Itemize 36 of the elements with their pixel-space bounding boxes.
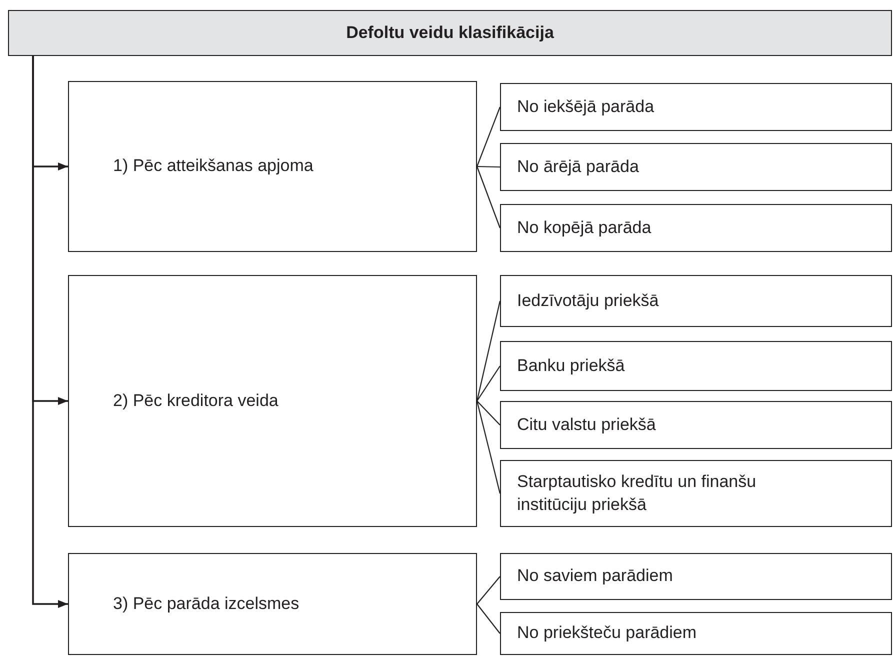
category-label: 2) Pēc kreditora veida <box>113 390 278 412</box>
subcategory-label: No saviem parādiem <box>517 565 673 588</box>
subcategory-box <box>500 143 892 191</box>
header-label: Defoltu veidu klasifikācija <box>346 22 554 44</box>
subcategory-label: No priekšteču parādiem <box>517 622 697 644</box>
subcategory-box <box>500 341 892 391</box>
connector-line <box>476 400 500 426</box>
subcategory-label: Banku priekšā <box>517 354 625 377</box>
subcategory-box <box>500 275 892 327</box>
subcategory-label: Starptautisko kredītu un finanšu institūciju priekšā <box>517 470 758 516</box>
category-label: 1) Pēc atteikšanas apjoma <box>113 155 314 178</box>
subcategory-box <box>500 401 892 449</box>
arrow <box>32 56 68 608</box>
connector-line <box>476 166 501 228</box>
subcategory-label: No ārējā parāda <box>517 156 639 178</box>
header-box <box>8 10 892 56</box>
connector-line <box>476 300 501 402</box>
subcategory-box <box>500 204 892 252</box>
connector-line <box>476 400 501 494</box>
subcategory-label: No iekšējā parāda <box>517 96 654 118</box>
category-box <box>68 275 477 527</box>
subcategory-box <box>500 83 892 131</box>
subcategory-box <box>500 460 892 527</box>
category-label: 3) Pēc parāda izcelsmes <box>113 592 300 615</box>
connector-line <box>476 604 500 634</box>
category-box <box>68 81 477 252</box>
subcategory-label: Iedzīvotāju priekšā <box>517 290 659 312</box>
subcategory-label: No kopējā parāda <box>517 216 652 239</box>
connector-line <box>476 366 500 402</box>
subcategory-box <box>500 553 892 600</box>
connector-line <box>476 106 501 167</box>
connector-line <box>476 576 500 604</box>
connector-line <box>476 166 500 168</box>
subcategory-box <box>500 612 892 655</box>
subcategory-label: Citu valstu priekšā <box>517 414 656 436</box>
category-box <box>68 553 477 655</box>
